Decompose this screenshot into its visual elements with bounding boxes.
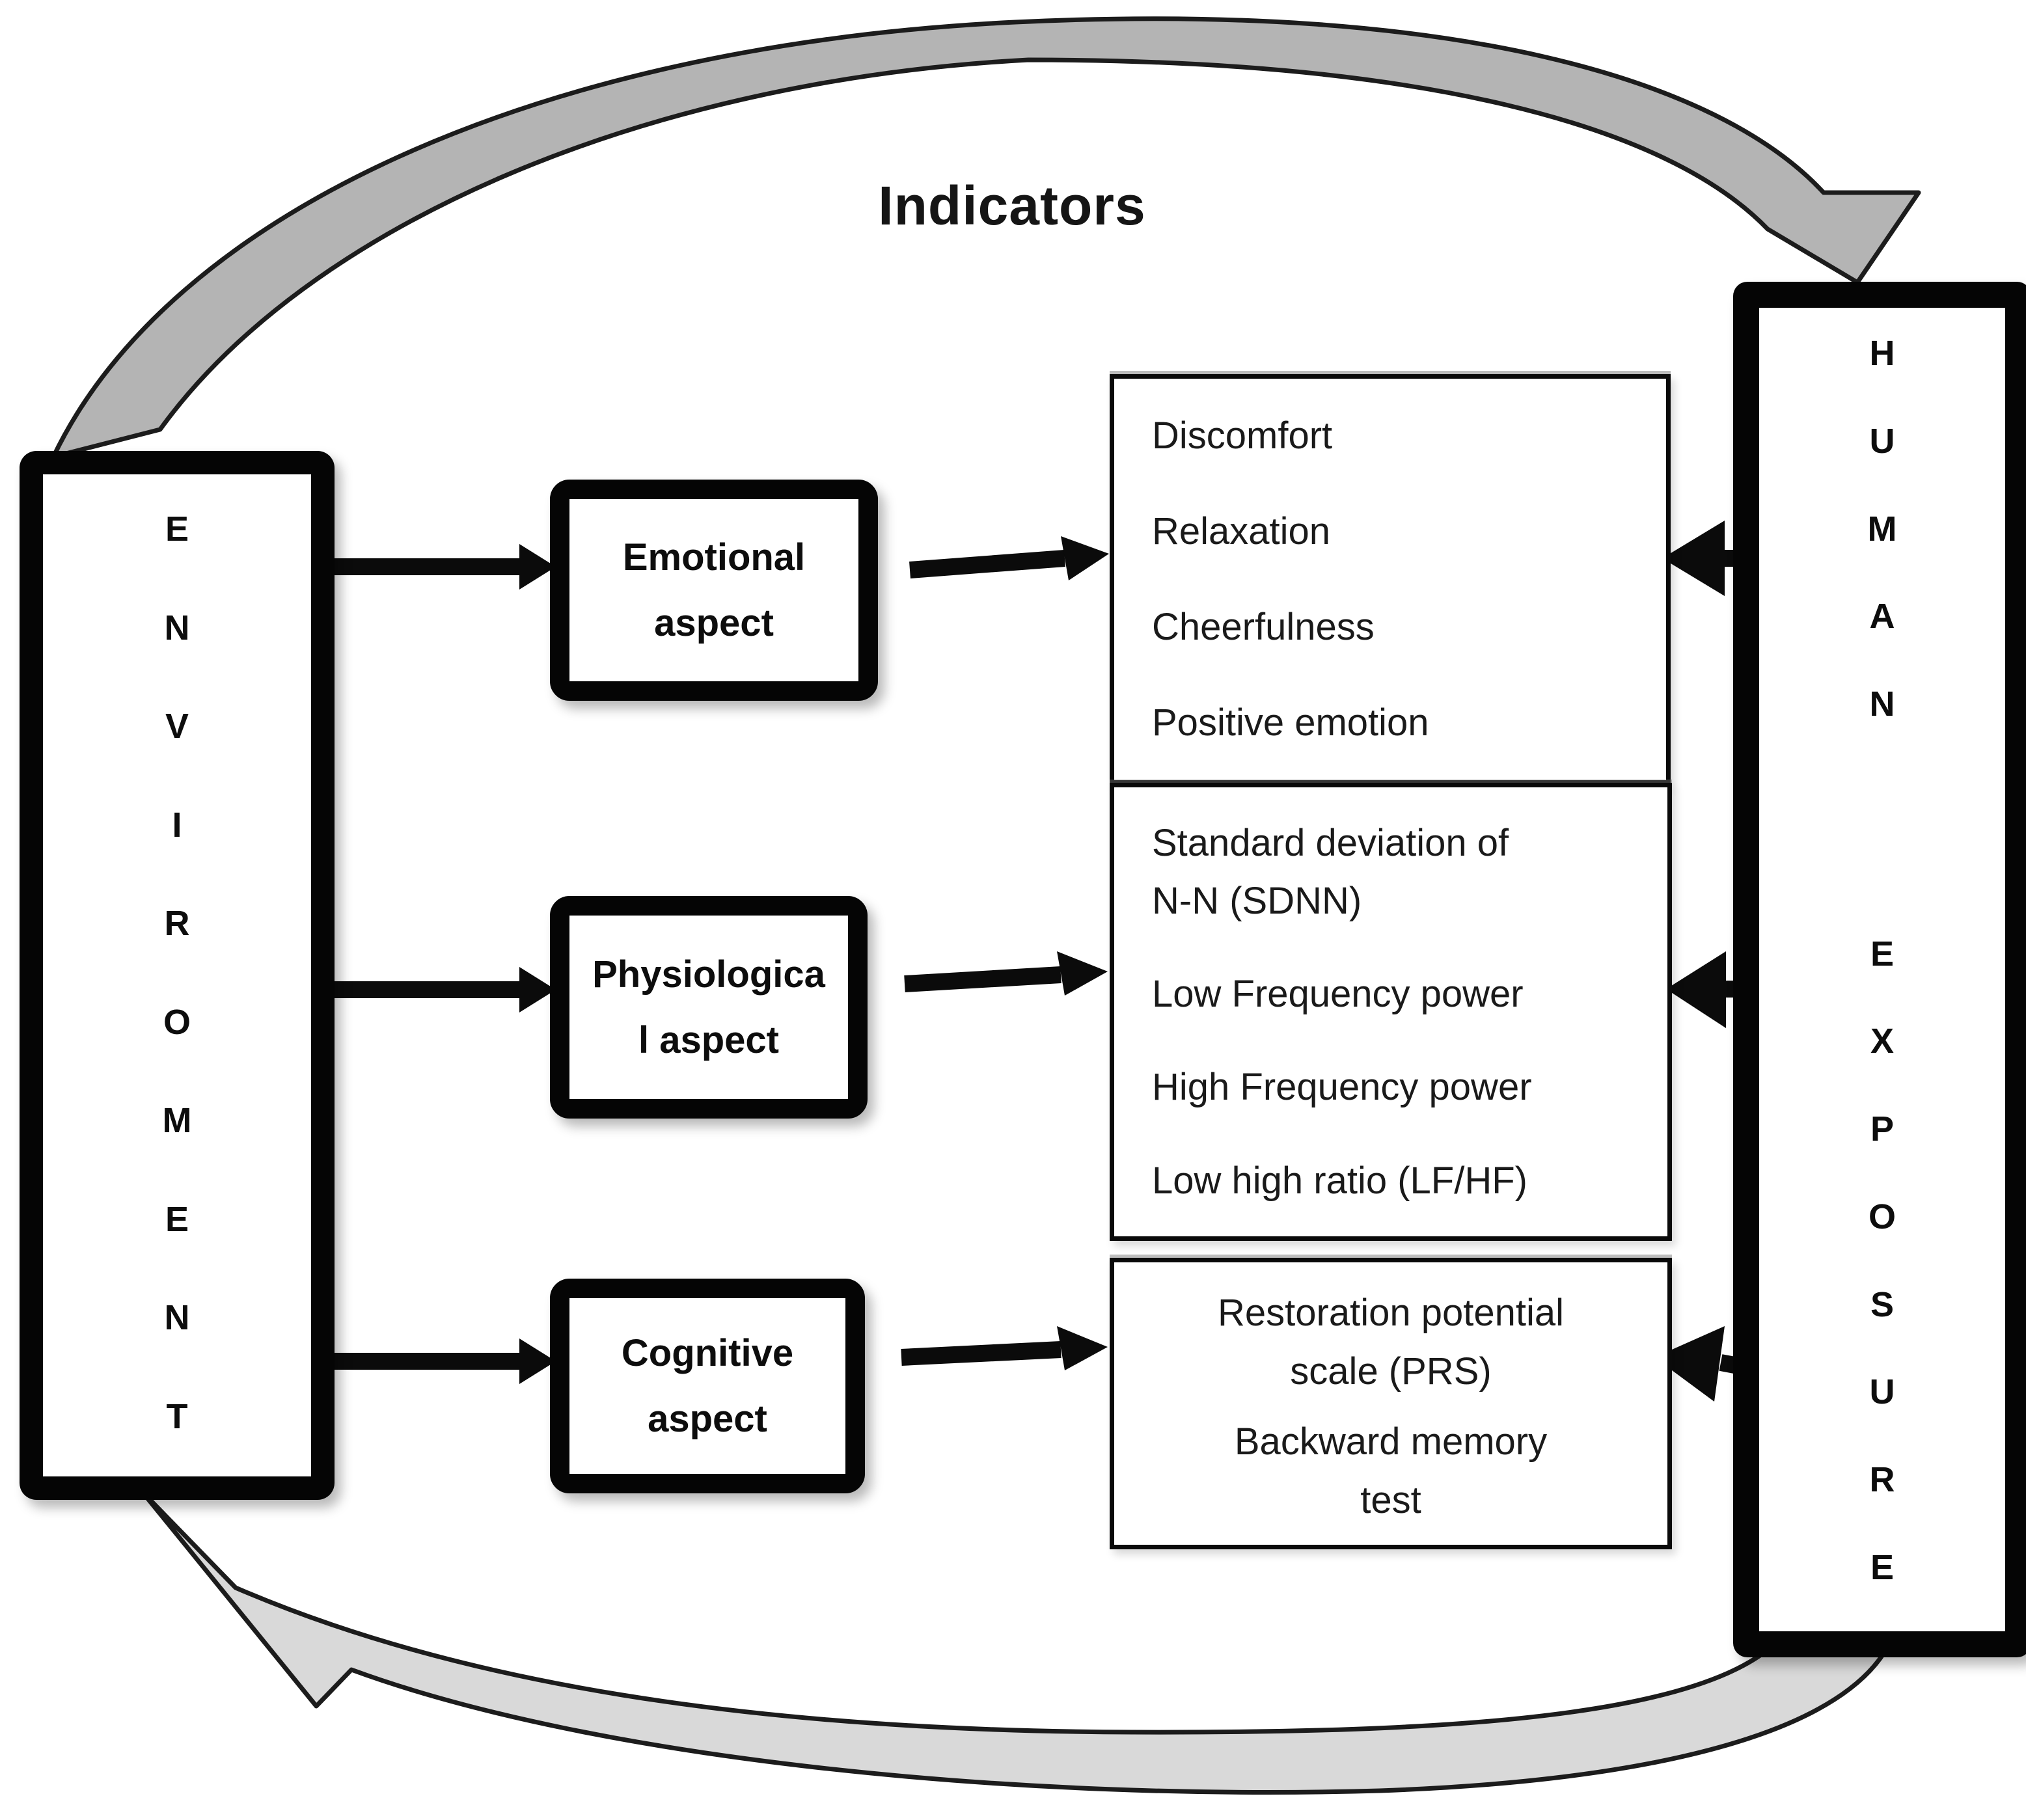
exposure-letter: E [1870, 1547, 1895, 1587]
environment-letters: E N V I R O M E N T [43, 474, 311, 1476]
human-letter: M [1867, 509, 1897, 549]
human-letter: N [1869, 685, 1895, 724]
aspect-label-line: l aspect [638, 1019, 779, 1061]
indicator-item: Standard deviation of N-N (SDNN) [1152, 821, 1509, 923]
aspect-box-physiological: Physiologica l aspect [550, 896, 868, 1119]
exposure-letter: S [1870, 1284, 1895, 1324]
indicator-item: Discomfort [1152, 414, 1333, 457]
arrow-physiological-to-indicators [904, 951, 1108, 996]
human-exposure-box: H U M A N E X P O S U R E [1733, 282, 2026, 1657]
aspect-label-line: Emotional [622, 536, 806, 578]
arrow-human-to-indicators-1 [1662, 521, 1742, 596]
human-letter: U [1869, 421, 1895, 461]
indicator-item: Restoration potential scale (PRS) [1218, 1292, 1564, 1392]
aspect-label-line: aspect [648, 1398, 767, 1440]
environment-letter: T [166, 1396, 188, 1436]
environment-letter: V [165, 707, 189, 746]
indicator-list-physiological: Standard deviation of N-N (SDNN) Low Fre… [1114, 787, 1667, 1236]
environment-letter: R [164, 904, 190, 944]
exposure-letter: E [1870, 934, 1895, 973]
environment-letter: N [164, 1298, 190, 1338]
exposure-letter: U [1869, 1372, 1895, 1412]
environment-letter: N [164, 608, 190, 647]
environment-letter: O [163, 1002, 191, 1042]
arrow-emotional-to-indicators [909, 536, 1109, 580]
aspect-label-physiological: Physiologica l aspect [592, 942, 825, 1074]
indicator-item: Positive emotion [1152, 701, 1429, 744]
exposure-letter: R [1869, 1460, 1895, 1500]
human-letter: A [1869, 597, 1895, 636]
arrow-human-to-indicators-2 [1666, 951, 1742, 1028]
aspect-label-line: Physiologica [592, 953, 825, 996]
human-letter: H [1869, 334, 1895, 373]
indicator-item: Low high ratio (LF/HF) [1152, 1159, 1527, 1202]
aspect-label-emotional: Emotional aspect [623, 524, 805, 657]
arrow-cognitive-to-indicators [901, 1326, 1108, 1370]
aspect-label-line: Cognitive [621, 1331, 794, 1374]
environment-letter: M [162, 1101, 192, 1141]
indicator-box-physiological: Standard deviation of N-N (SDNN) Low Fre… [1110, 783, 1672, 1241]
aspect-label-cognitive: Cognitive aspect [622, 1320, 793, 1452]
diagram-title: Indicators [878, 175, 1146, 236]
indicator-item: High Frequency power [1152, 1066, 1532, 1109]
aspect-label-line: aspect [654, 602, 774, 644]
environment-letter: E [165, 1199, 189, 1239]
exposure-letter: P [1870, 1109, 1895, 1149]
environment-box: E N V I R O M E N T [20, 451, 335, 1500]
environment-letter: I [172, 805, 182, 845]
indicator-list-cognitive: Restoration potential scale (PRS) Backwa… [1114, 1262, 1667, 1545]
indicator-item: Relaxation [1152, 509, 1331, 552]
aspect-box-cognitive: Cognitive aspect [550, 1279, 865, 1493]
aspect-box-emotional: Emotional aspect [550, 480, 878, 701]
indicator-item: Backward memory test [1234, 1420, 1548, 1521]
indicator-item: Cheerfulness [1152, 606, 1375, 649]
environment-letter: E [165, 509, 189, 549]
indicator-box-emotional: Discomfort Relaxation Cheerfulness Posit… [1110, 374, 1671, 785]
exposure-letter: X [1870, 1022, 1895, 1061]
human-exposure-letters: H U M A N E X P O S U R E [1759, 308, 2005, 1631]
indicator-item: Low Frequency power [1152, 973, 1524, 1016]
indicator-box-cognitive: Restoration potential scale (PRS) Backwa… [1110, 1258, 1672, 1549]
indicator-list-emotional: Discomfort Relaxation Cheerfulness Posit… [1114, 379, 1666, 780]
exposure-letter: O [1868, 1197, 1896, 1236]
